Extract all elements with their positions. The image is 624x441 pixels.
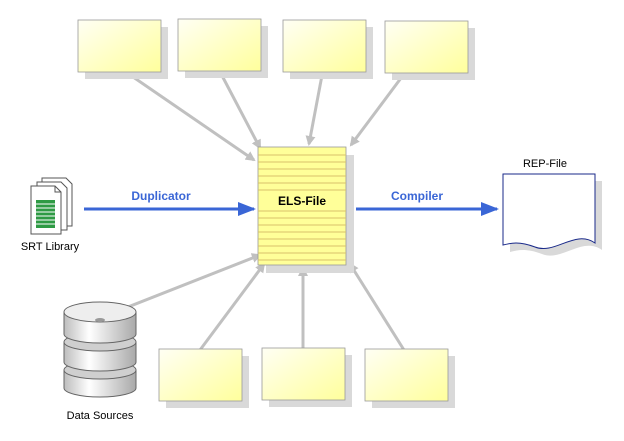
els-file-label: ELS-File xyxy=(278,194,326,208)
source-box-top-2 xyxy=(177,18,268,78)
arrow-top-1 xyxy=(119,66,256,162)
els-file-lines xyxy=(258,154,346,261)
duplicator-label: Duplicator xyxy=(131,189,191,203)
source-box-bottom-1 xyxy=(158,348,249,408)
arrow-top-2 xyxy=(216,67,262,150)
source-box-bottom-3 xyxy=(364,348,455,408)
source-box-top-1 xyxy=(77,19,168,79)
document-stack-icon xyxy=(30,177,73,235)
compiler-label: Compiler xyxy=(391,189,443,203)
arrow-top-4 xyxy=(349,69,409,147)
data-sources-node: Data Sources xyxy=(63,301,137,422)
rep-file-label: REP-File xyxy=(523,158,567,170)
source-box-top-3 xyxy=(282,19,373,79)
source-box-bottom-2 xyxy=(261,347,352,407)
rep-file-node: REP-File xyxy=(502,158,602,256)
data-sources-label: Data Sources xyxy=(67,410,134,422)
srt-library-label: SRT Library xyxy=(21,241,80,253)
arrow-bottom-3 xyxy=(348,262,406,351)
compiler-arrow: Compiler xyxy=(356,189,499,216)
els-file-node: ELS-File xyxy=(257,146,354,273)
database-icon xyxy=(63,301,137,398)
arrow-top-3 xyxy=(305,69,325,146)
arrow-bottom-1 xyxy=(198,262,266,351)
duplicator-arrow: Duplicator xyxy=(84,189,256,216)
source-box-top-4 xyxy=(384,20,475,80)
srt-library-node: SRT Library xyxy=(21,177,80,253)
